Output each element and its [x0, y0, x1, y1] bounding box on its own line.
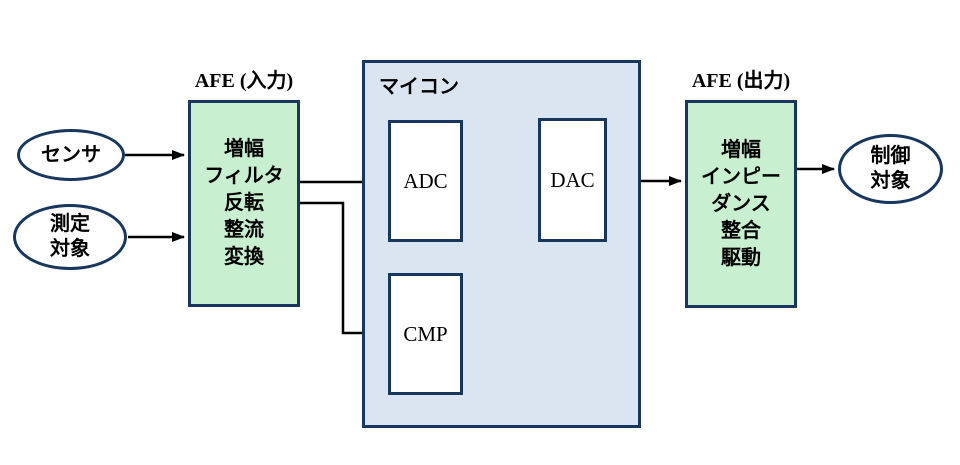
cmp-node: CMP	[388, 273, 463, 395]
afe-output-function: ダンス	[711, 192, 771, 215]
afe-output-title: AFE (出力)	[691, 70, 791, 92]
sensor-node: センサ	[17, 129, 125, 181]
mcu-title: マイコン	[379, 76, 459, 98]
afe-output-function: インピー	[701, 165, 781, 188]
afe-input-function: 増幅	[224, 138, 264, 160]
cmp-label: CMP	[403, 321, 448, 346]
afe-input-function: 整流	[224, 219, 264, 241]
dac-label: DAC	[550, 167, 595, 192]
adc-node: ADC	[388, 120, 463, 242]
afe-input-function: 変換	[224, 246, 264, 268]
adc-label: ADC	[403, 168, 448, 193]
sensor-label: センサ	[41, 143, 101, 166]
control-target-node: 制御 対象	[838, 134, 943, 204]
afe-output-function: 増幅	[721, 138, 761, 161]
measurement-target-label: 測定 対象	[50, 213, 90, 260]
afe-output-function: 駆動	[721, 246, 761, 269]
measurement-target-node: 測定 対象	[13, 204, 127, 270]
afe-input-function: 反転	[224, 192, 264, 214]
afe-output-node: 増幅 インピー ダンス 整合 駆動	[685, 100, 797, 308]
dac-node: DAC	[538, 118, 607, 242]
afe-input-node: 増幅 フィルタ 反転 整流 変換	[188, 100, 300, 307]
afe-input-title: AFE (入力)	[194, 70, 294, 92]
control-target-label: 制御 対象	[870, 145, 911, 192]
afe-input-function: フィルタ	[204, 165, 284, 187]
afe-output-function: 整合	[721, 219, 761, 242]
